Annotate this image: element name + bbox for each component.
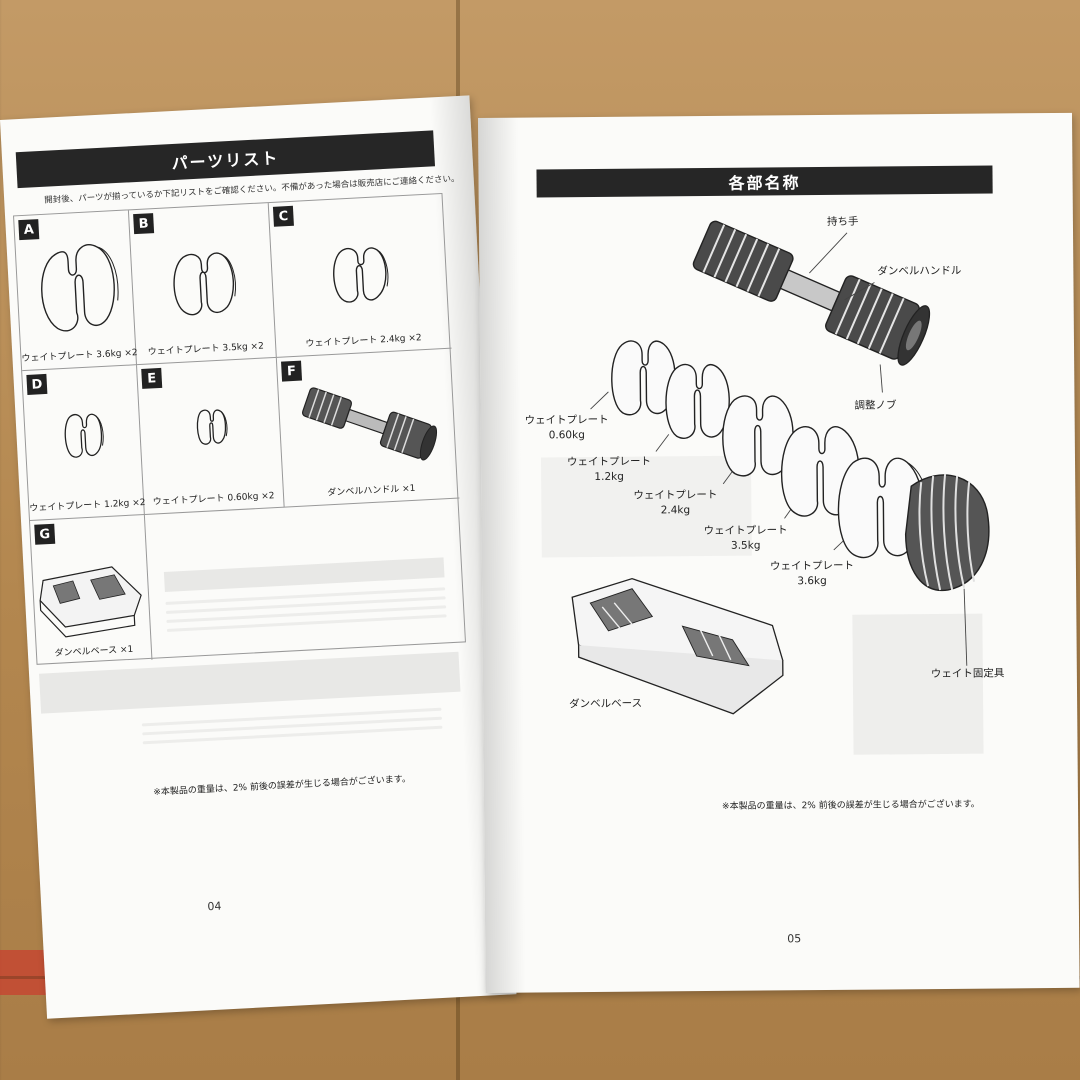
plate-weight: 2.4kg xyxy=(660,504,691,517)
knob-label: 調整ノブ xyxy=(854,399,897,412)
plate-weight: 0.60kg xyxy=(548,429,585,442)
page-number: 04 xyxy=(207,899,222,914)
dumbbell-handle-icon xyxy=(692,220,931,366)
part-cell-e: E ウェイトプレート 0.60kg ×2 xyxy=(137,357,285,515)
dumbbell-handle-icon xyxy=(301,387,438,461)
plate-name: ウェイトプレート xyxy=(633,488,718,502)
weight-plate-icon xyxy=(611,340,931,559)
plate-24-label: ウェイトプレート 2.4kg xyxy=(633,488,717,519)
right-page: 各部名称 xyxy=(478,112,1080,993)
fixture-label: ウェイト固定具 xyxy=(930,667,1005,681)
plate-weight: 1.2kg xyxy=(594,470,624,483)
left-page: パーツリスト 開封後、パーツが揃っているか下記リストをご確認ください。不備があっ… xyxy=(0,95,517,1019)
plate-060-label: ウェイトプレート 0.60kg xyxy=(525,413,609,444)
weight-fixture-icon xyxy=(904,473,990,592)
weight-plate-icon xyxy=(41,244,119,332)
weight-plate-icon xyxy=(64,413,104,458)
weight-plate-icon xyxy=(333,247,389,303)
faint-bleed-through-text xyxy=(141,707,443,751)
dumbbell-base-icon xyxy=(571,577,784,715)
part-cell-g: G ダンベルベース ×1 xyxy=(30,514,153,666)
part-cell-c: C ウェイトプレート 2.4kg ×2 xyxy=(268,193,452,358)
handle-label: ダンベルハンドル xyxy=(877,264,962,278)
plate-weight: 3.5kg xyxy=(730,539,761,552)
weight-plate-icon xyxy=(173,252,236,316)
part-cell-f: F ダンベルハンドル ×1 xyxy=(276,348,460,508)
plate-weight: 3.6kg xyxy=(797,574,827,588)
page-number: 05 xyxy=(787,932,802,946)
plate-name: ウェイトプレート xyxy=(703,524,788,538)
part-cell-a: A ウェイトプレート 3.6kg ×2 xyxy=(14,210,138,372)
plate-name: ウェイトプレート xyxy=(566,455,652,469)
weight-plate-icon xyxy=(196,409,228,445)
grip-label: 持ち手 xyxy=(826,215,859,228)
exploded-diagram xyxy=(571,220,990,715)
plate-name: ウェイトプレート xyxy=(769,559,854,573)
base-label: ダンベルベース xyxy=(569,697,643,711)
weight-tolerance-note: ※本製品の重量は、2% 前後の誤差が生じる場合がございます。 xyxy=(153,774,412,798)
dumbbell-base-icon xyxy=(39,566,142,638)
part-cell-b: B ウェイトプレート 3.5kg ×2 xyxy=(128,203,277,366)
part-cell-d: D ウェイトプレート 1.2kg ×2 xyxy=(22,365,146,521)
weight-tolerance-note: ※本製品の重量は、2% 前後の誤差が生じる場合がございます。 xyxy=(721,799,980,812)
parts-grid: A ウェイトプレート 3.6kg ×2 B ウェイトプレート 3.5kg ×2 … xyxy=(13,192,466,666)
plate-name: ウェイトプレート xyxy=(524,413,609,427)
